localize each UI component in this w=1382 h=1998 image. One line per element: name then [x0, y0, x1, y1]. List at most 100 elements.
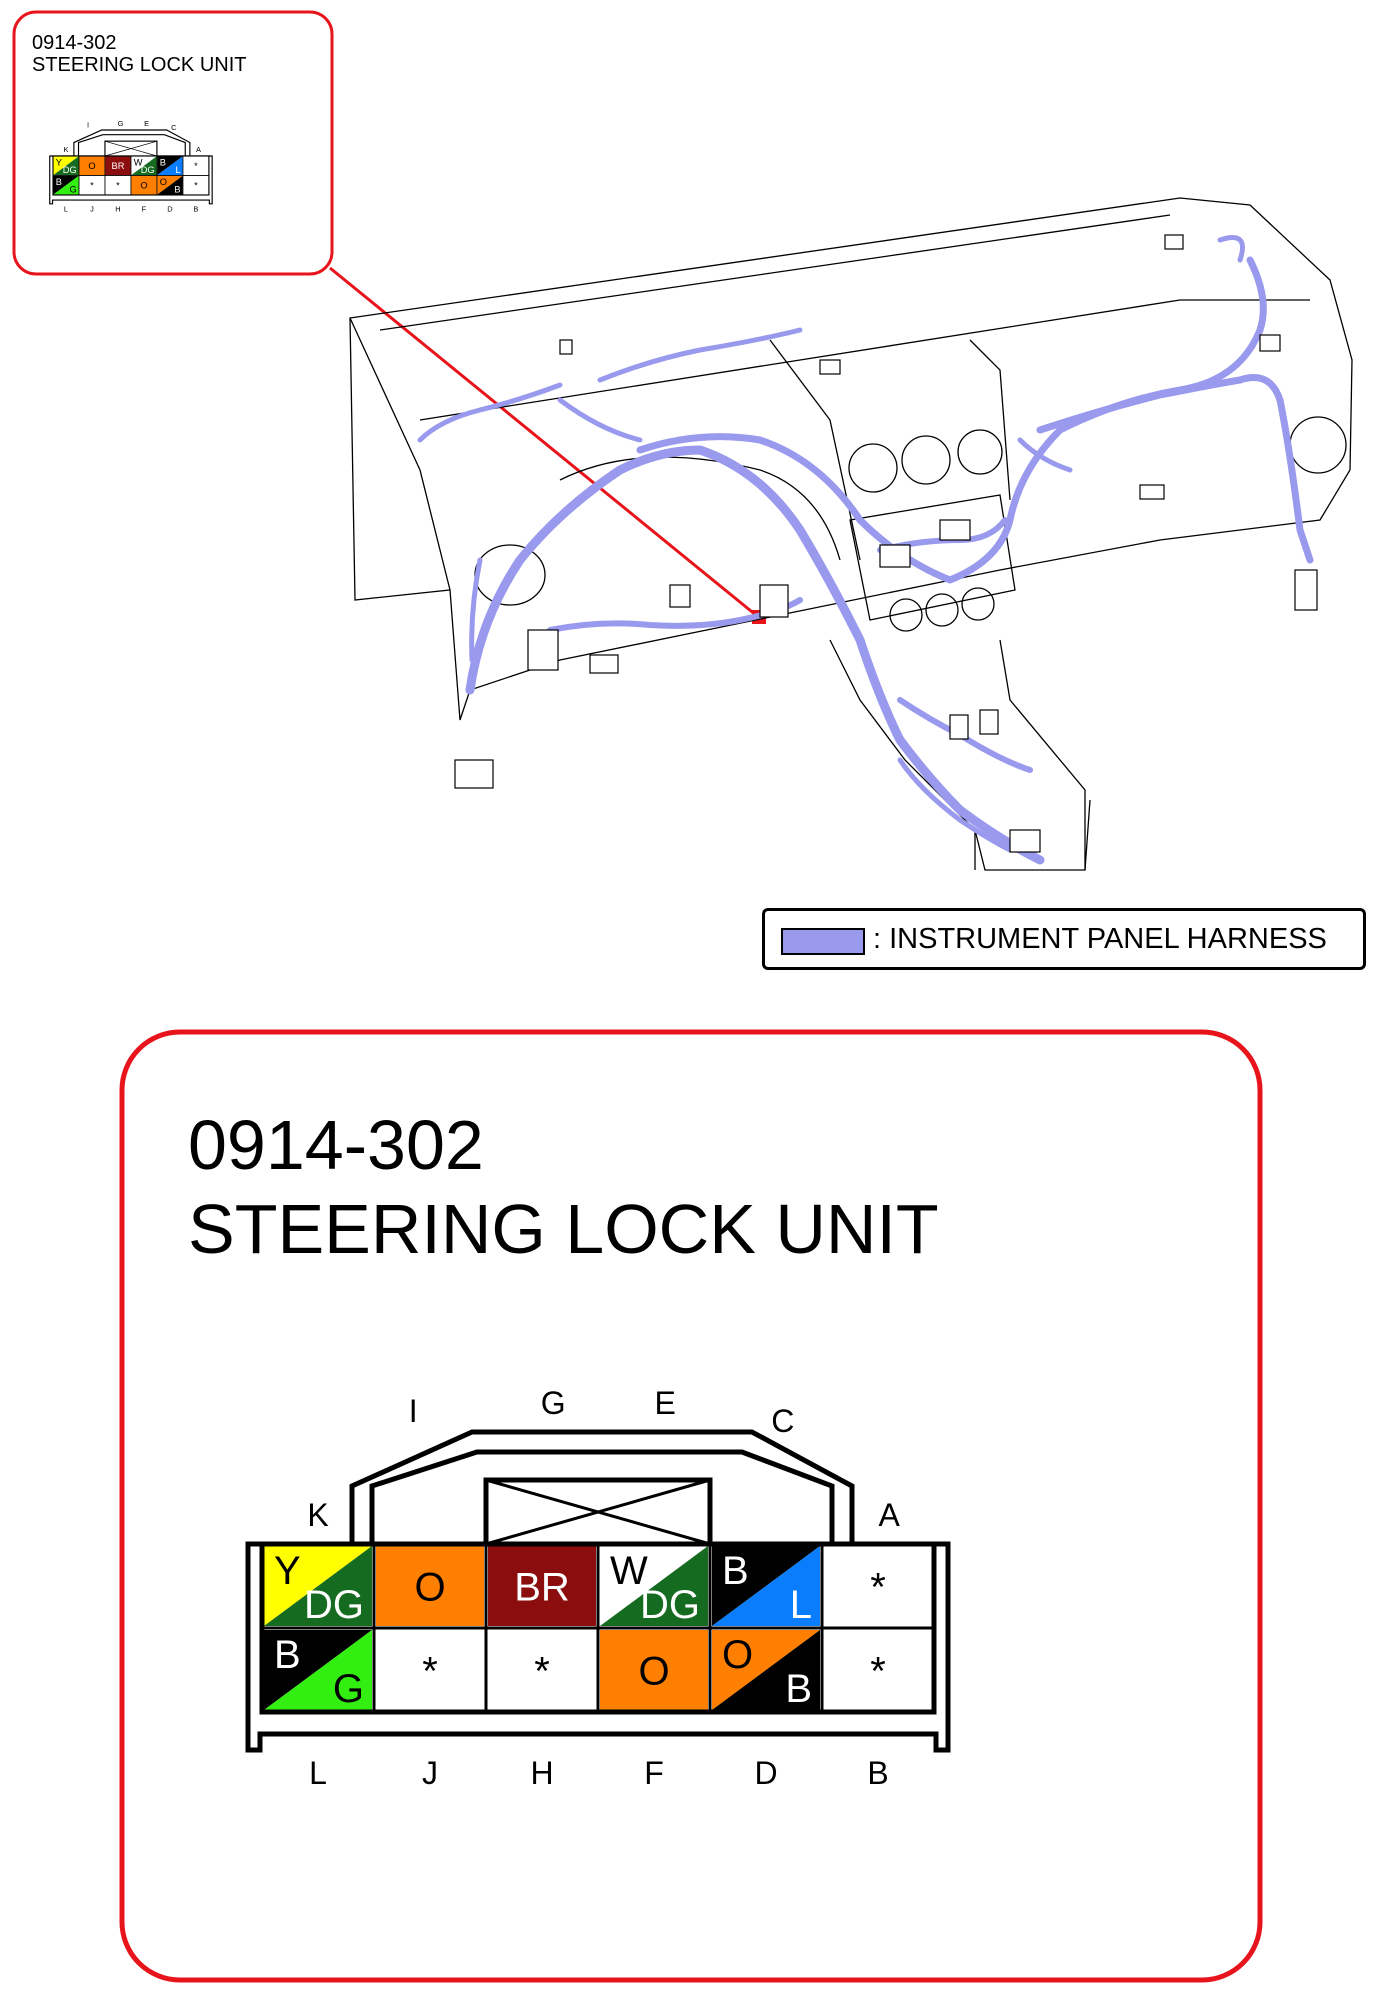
wire-color-label: O: [722, 1633, 753, 1677]
terminal-color-secondary: [264, 1546, 372, 1626]
terminal-color: [105, 175, 131, 195]
terminal-I: O: [372, 1542, 488, 1630]
pin-label-bottom: J: [422, 1755, 438, 1791]
pin-label-bottom: L: [64, 205, 68, 214]
terminal-D: OB: [708, 1626, 824, 1714]
terminal-color-secondary: [264, 1630, 372, 1710]
terminal-E: WDG: [130, 155, 158, 176]
connector-hood-inner: [369, 1449, 835, 1544]
pin-label-top: I: [87, 121, 89, 130]
inset-code: 0914-302: [32, 32, 117, 54]
terminal-H: *: [104, 175, 132, 196]
harness: [417, 235, 1314, 865]
pin-label-bottom: B: [867, 1755, 888, 1791]
terminal-color: [376, 1546, 484, 1626]
harness-connectors: [454, 234, 1318, 853]
terminal-B: *: [182, 175, 210, 196]
terminal-color: [79, 156, 105, 176]
wire-color-label: O: [88, 161, 95, 171]
terminal-J: *: [372, 1626, 488, 1714]
wire-color-label: DG: [141, 165, 155, 175]
inset-name: STEERING LOCK UNIT: [32, 54, 247, 76]
dashboard-outline: [349, 197, 1353, 871]
pin-label-bottom: D: [167, 205, 172, 214]
pin-label-top: K: [64, 145, 69, 154]
terminal-color-primary: [53, 156, 79, 176]
terminal-C: BL: [708, 1542, 824, 1630]
terminal-color: [183, 175, 209, 195]
pin-label-top: E: [144, 119, 149, 128]
wire-color-label: G: [69, 185, 76, 195]
terminal-I: O: [78, 155, 106, 176]
wire-color-label: G: [333, 1667, 364, 1711]
pin-label-bottom: H: [115, 205, 120, 214]
connector-grid: [52, 155, 210, 196]
wire-color-label: *: [90, 181, 94, 191]
pin-label-bottom: F: [142, 205, 147, 214]
wire-color-label: *: [422, 1649, 438, 1693]
terminal-color-secondary: [131, 156, 157, 176]
terminal-color: [79, 175, 105, 195]
pin-label-top: I: [409, 1393, 418, 1429]
wire-color-label: O: [414, 1565, 445, 1609]
lock-cross-b: [104, 140, 158, 157]
terminal-C: BL: [156, 155, 184, 176]
wire-color-label: *: [116, 181, 120, 191]
terminal-color: [376, 1630, 484, 1710]
wire-color-label: B: [722, 1549, 749, 1593]
wire-color-label: O: [638, 1649, 669, 1693]
wire-color-label: DG: [304, 1583, 364, 1627]
terminal-color-secondary: [600, 1546, 708, 1626]
pin-label-bottom: H: [530, 1755, 553, 1791]
wire-color-label: B: [160, 157, 166, 167]
terminal-G: BR: [104, 155, 132, 176]
terminal-E: WDG: [596, 1542, 712, 1630]
terminal-color: [105, 156, 131, 176]
pin-label-top: E: [655, 1385, 676, 1421]
wire-color-label: *: [534, 1649, 550, 1693]
wire-color-label: B: [56, 177, 62, 187]
terminal-F: O: [596, 1626, 712, 1714]
pin-label-bottom: L: [309, 1755, 327, 1791]
pin-label-top: G: [118, 119, 124, 128]
wire-color-label: *: [870, 1649, 886, 1693]
terminal-F: O: [130, 175, 158, 196]
terminal-color-secondary: [157, 175, 183, 195]
terminal-color-secondary: [712, 1546, 820, 1626]
inset-frame: [12, 10, 334, 276]
terminal-G: BR: [484, 1542, 600, 1630]
connector-grid: [259, 1541, 937, 1715]
terminal-color-secondary: [53, 156, 79, 176]
wire-color-label: *: [194, 161, 198, 171]
terminal-H: *: [484, 1626, 600, 1714]
connector-hood-inner: [77, 134, 186, 156]
pin-label-bottom: B: [193, 205, 198, 214]
terminal-color-secondary: [712, 1630, 820, 1710]
terminal-color: [131, 175, 157, 195]
terminal-color-primary: [53, 175, 79, 195]
wire-color-label: L: [175, 165, 180, 175]
wire-color-label: *: [870, 1565, 886, 1609]
wire-color-label: W: [134, 157, 143, 167]
wire-color-label: L: [790, 1583, 812, 1627]
terminal-color: [183, 156, 209, 176]
terminal-color: [824, 1546, 932, 1626]
wire-color-label: B: [785, 1667, 812, 1711]
terminal-color: [488, 1630, 596, 1710]
terminal-B: *: [820, 1626, 936, 1714]
terminal-A: *: [182, 155, 210, 176]
pin-label-top: A: [879, 1497, 901, 1533]
lock-cross-b: [485, 1478, 711, 1546]
wire-color-label: BR: [514, 1565, 570, 1609]
pin-label-top: C: [171, 123, 177, 132]
connector-hood: [73, 129, 191, 156]
terminal-K: YDG: [52, 155, 80, 176]
pin-label-top: G: [541, 1385, 566, 1421]
terminal-J: *: [78, 175, 106, 196]
pointer-line: [329, 266, 763, 622]
wire-color-label: DG: [63, 165, 77, 175]
terminal-A: *: [820, 1542, 936, 1630]
